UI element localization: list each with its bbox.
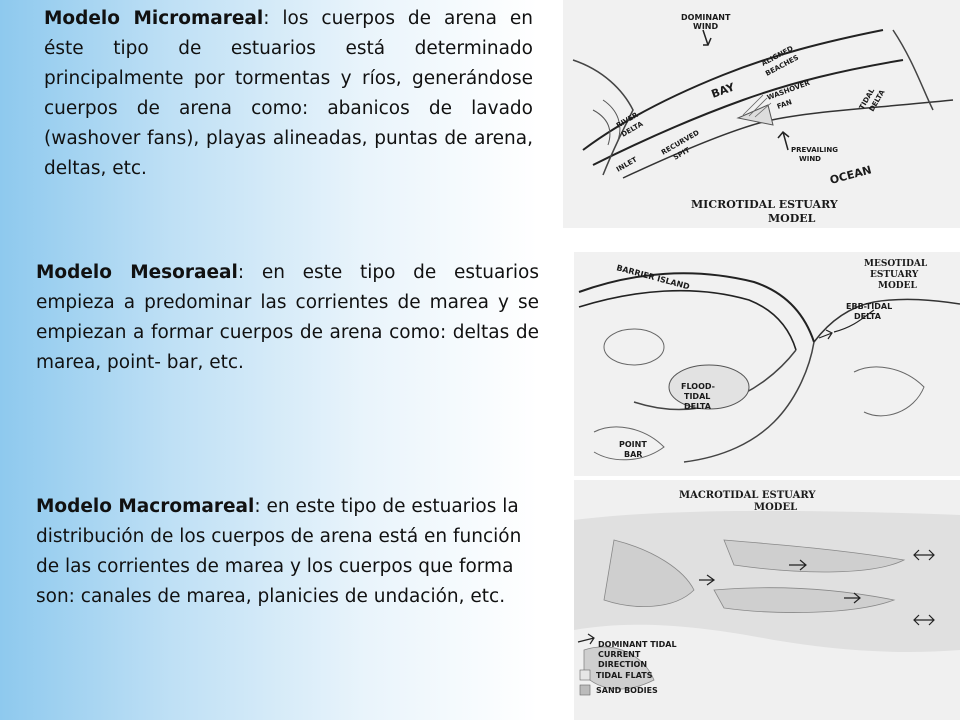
label-dominant-wind-2: WIND [693,22,718,31]
micro-sep: : [263,8,270,29]
label-ebb-1: EBB-TIDAL [846,302,892,311]
label-bay: BAY [710,80,738,101]
label-ebb-2: DELTA [854,312,882,321]
legend-sand-bodies: SAND BODIES [596,686,658,695]
meso-title-3: MODEL [878,281,917,291]
label-inlet: INLET [615,155,639,173]
meso-body: : en este tipo de estuarios empieza a pr… [36,262,539,373]
label-flood-1: FLOOD- [681,382,715,391]
micro-body: los cuerpos de arena en éste tipo de est… [44,8,533,179]
mesotidal-map: MESOTIDAL ESTUARY MODEL BARRIER ISLAND E… [578,259,960,463]
micro-figure-title-1: MICROTIDAL ESTUARY [691,198,838,211]
macrotidal-estuary-figure: MACROTIDAL ESTUARY MODEL DOMINANT TIDAL … [574,480,960,720]
microtidal-map: DOMINANT WIND ALIGNED BEACHES BAY WASHOV… [572,13,954,225]
meso-description: Modelo Mesoraeal: en este tipo de estuar… [36,258,539,378]
mesotidal-estuary-figure: MESOTIDAL ESTUARY MODEL BARRIER ISLAND E… [574,252,960,476]
macro-heading: Modelo Macromareal [36,496,255,517]
label-prevailing-2: WIND [799,155,821,163]
micro-heading: Modelo Micromareal [44,8,264,29]
macro-body: : en este tipo de estuarios la distribuc… [36,496,522,607]
meso-title-1: MESOTIDAL [864,259,928,269]
label-dominant-wind-1: DOMINANT [681,13,731,22]
label-point-2: BAR [624,450,642,459]
label-washover-2: FAN [776,98,793,111]
microtidal-estuary-figure: DOMINANT WIND ALIGNED BEACHES BAY WASHOV… [563,0,960,228]
micro-figure-title-2: MODEL [768,212,816,225]
label-point-1: POINT [619,440,647,449]
macro-title-1: MACROTIDAL ESTUARY [679,490,816,501]
meso-title-2: ESTUARY [870,270,919,280]
macro-description: Modelo Macromareal: en este tipo de estu… [36,492,536,612]
label-ocean: OCEAN [828,163,873,187]
legend-current-1: DOMINANT TIDAL [598,640,677,649]
label-barrier-island: BARRIER ISLAND [615,263,690,291]
label-flood-2: TIDAL [684,392,710,401]
legend-current-3: DIRECTION [598,660,647,669]
micro-description: Modelo Micromareal: los cuerpos de arena… [44,4,533,184]
macrotidal-map: MACROTIDAL ESTUARY MODEL DOMINANT TIDAL … [574,480,960,720]
macro-title-2: MODEL [754,502,797,513]
meso-heading: Modelo Mesoraeal [36,262,238,283]
label-flood-3: DELTA [684,402,712,411]
legend-current-2: CURRENT [598,650,641,659]
legend-tidal-flats: TIDAL FLATS [596,671,653,680]
label-prevailing-1: PREVAILING [791,146,838,154]
